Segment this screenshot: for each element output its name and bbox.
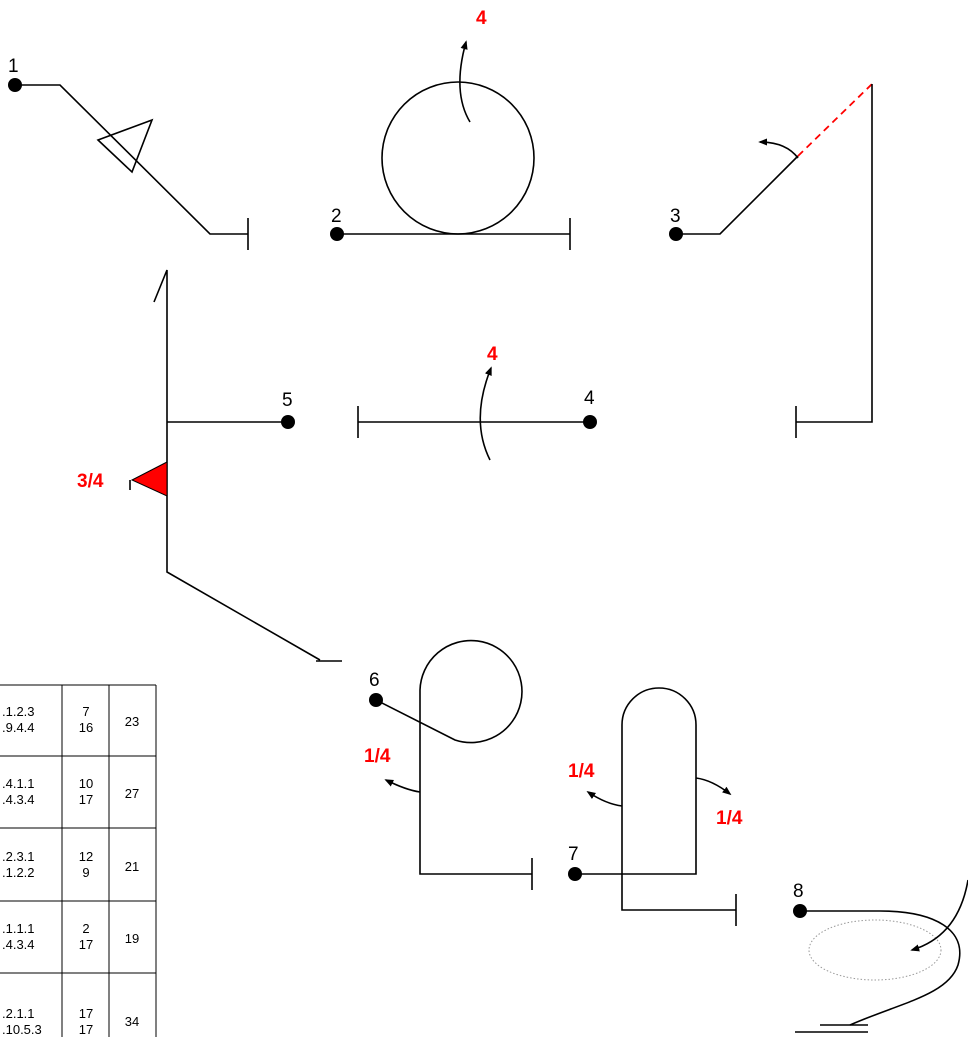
rotation-label: 4 <box>487 344 498 365</box>
code-top: .4.1.1 <box>2 776 35 791</box>
triangle-marker <box>96 118 154 174</box>
value-top: 10 <box>79 776 93 791</box>
figure-7: 1/4 1/4 7 <box>568 687 743 926</box>
figure-5: 3/4 5 <box>77 269 342 662</box>
jump-triangle <box>130 461 168 497</box>
figure-6: 1/4 6 <box>364 639 533 890</box>
code-bottom: .4.3.4 <box>2 937 35 952</box>
table-row: .1.2.3 .9.4.4 7 16 23 <box>2 704 139 735</box>
code-top: .1.1.1 <box>2 921 35 936</box>
row-total: 19 <box>125 931 139 946</box>
figure-number: 2 <box>331 206 342 227</box>
value-top: 12 <box>79 849 93 864</box>
dotted-loop <box>808 919 942 981</box>
rotation-arrow <box>479 366 492 461</box>
rotation-label: 3/4 <box>77 471 104 492</box>
code-bottom: .10.5.3 <box>2 1022 42 1037</box>
upper-path <box>153 269 321 661</box>
rotation-arrow-right <box>695 777 732 796</box>
code-bottom: .9.4.4 <box>2 720 35 735</box>
value-bottom: 16 <box>79 720 93 735</box>
figure-number: 1 <box>8 56 19 77</box>
loop-circle <box>381 81 535 235</box>
table-row: .2.3.1 .1.2.2 12 9 21 <box>2 849 139 880</box>
return-path <box>796 84 873 423</box>
figure-path <box>375 639 532 875</box>
rotation-arrow <box>459 40 471 123</box>
figure-2: 4 2 <box>330 8 571 250</box>
rotation-arrow-left <box>586 791 623 807</box>
value-top: 7 <box>82 704 89 719</box>
entry-arc <box>910 879 968 952</box>
row-total: 23 <box>125 714 139 729</box>
figure-number: 3 <box>670 206 681 227</box>
figure-8: 8 <box>793 879 968 1033</box>
table-row: .4.1.1 .4.3.4 10 17 27 <box>2 776 139 807</box>
figure-3: 3 <box>669 83 873 438</box>
figure-path <box>676 155 799 235</box>
figure-path <box>800 910 961 1026</box>
code-top: .1.2.3 <box>2 704 35 719</box>
figure-number: 8 <box>793 881 804 902</box>
value-bottom: 9 <box>82 865 89 880</box>
code-top: .2.3.1 <box>2 849 35 864</box>
figure-path <box>15 84 248 235</box>
figure-number: 4 <box>584 388 595 409</box>
table-row: .2.1.1 .10.5.3 17 17 34 <box>2 1006 139 1037</box>
rotation-label: 4 <box>476 8 487 29</box>
figure-number: 6 <box>369 670 380 691</box>
rotation-label-left: 1/4 <box>568 761 595 782</box>
rotation-arrow <box>384 779 421 793</box>
row-total: 21 <box>125 859 139 874</box>
rotation-arrow <box>758 138 799 159</box>
dashed-extension <box>797 83 873 157</box>
value-bottom: 17 <box>79 792 93 807</box>
row-total: 27 <box>125 786 139 801</box>
table-row: .1.1.1 .4.3.4 2 17 19 <box>2 921 139 952</box>
value-bottom: 17 <box>79 937 93 952</box>
code-top: .2.1.1 <box>2 1006 35 1021</box>
elements-table: .1.2.3 .9.4.4 7 16 23 .4.1.1 .4.3.4 10 1… <box>0 684 157 1037</box>
value-top: 17 <box>79 1006 93 1021</box>
figure-1: 1 <box>8 56 249 250</box>
code-bottom: .4.3.4 <box>2 792 35 807</box>
value-bottom: 17 <box>79 1022 93 1037</box>
figure-4: 4 4 <box>357 344 597 461</box>
rotation-label: 1/4 <box>364 746 391 767</box>
figure-path <box>575 687 736 911</box>
figure-number: 5 <box>282 390 293 411</box>
row-total: 34 <box>125 1014 139 1029</box>
rotation-label-right: 1/4 <box>716 808 743 829</box>
code-bottom: .1.2.2 <box>2 865 35 880</box>
figure-number: 7 <box>568 844 579 865</box>
value-top: 2 <box>82 921 89 936</box>
